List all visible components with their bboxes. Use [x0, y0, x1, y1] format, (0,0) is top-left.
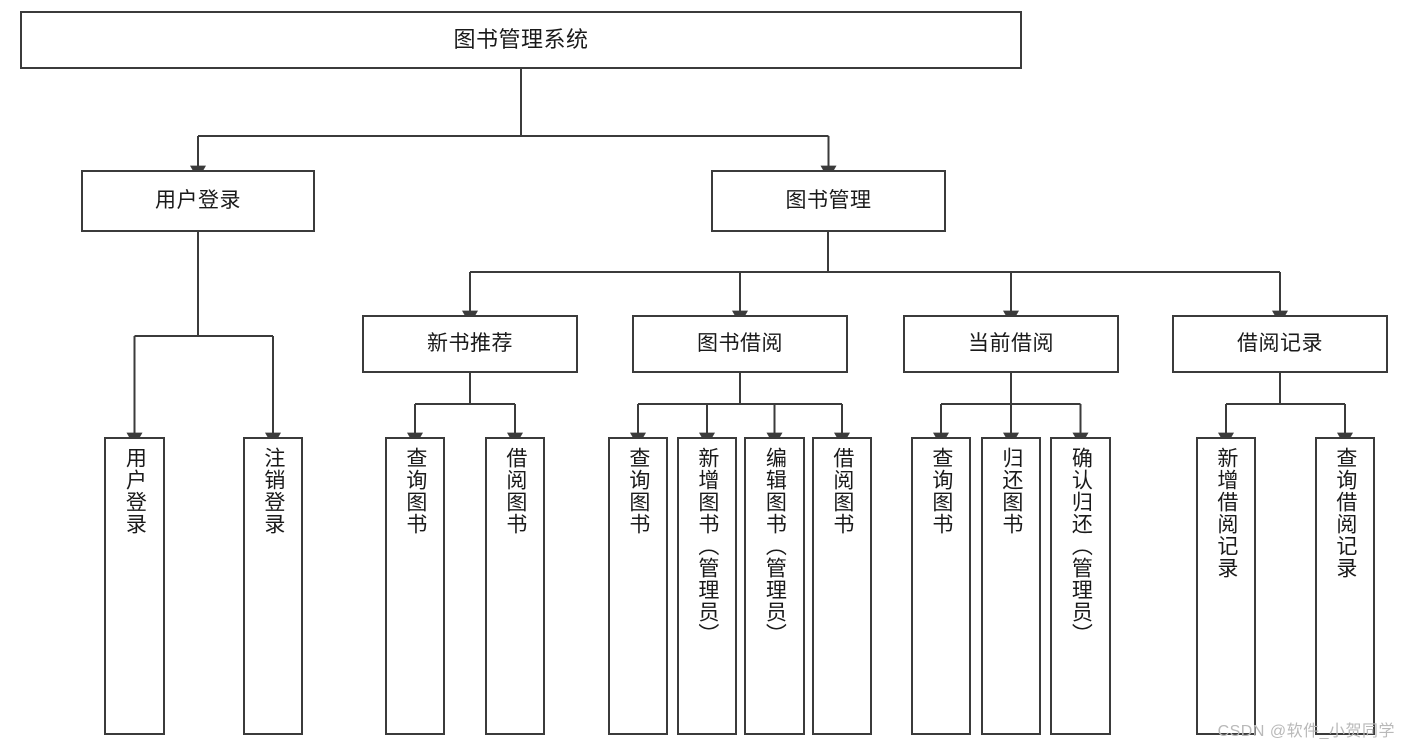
node-label-leaf-add-borrow-record: 新增借阅记录	[1214, 447, 1238, 579]
node-leaf-user-logout[interactable]: 注销登录	[243, 437, 303, 735]
node-label-leaf-query-book-borrow: 查询图书	[626, 447, 650, 535]
node-leaf-user-login[interactable]: 用户登录	[104, 437, 165, 735]
node-leaf-edit-book[interactable]: 编辑图书（管理员）	[744, 437, 805, 735]
node-current-borrow[interactable]: 当前借阅	[903, 315, 1119, 373]
node-label-borrow-record: 借阅记录	[1237, 331, 1323, 355]
node-book-borrow[interactable]: 图书借阅	[632, 315, 848, 373]
node-leaf-query-borrow-record[interactable]: 查询借阅记录	[1315, 437, 1375, 735]
node-leaf-query-book-borrow[interactable]: 查询图书	[608, 437, 668, 735]
node-borrow-record[interactable]: 借阅记录	[1172, 315, 1388, 373]
node-label-leaf-query-book-recommend: 查询图书	[403, 447, 427, 535]
node-label-leaf-confirm-return: 确认归还（管理员）	[1069, 447, 1093, 645]
node-label-leaf-borrow-book: 借阅图书	[830, 447, 854, 535]
node-leaf-return-book[interactable]: 归还图书	[981, 437, 1041, 735]
node-label-book-borrow: 图书借阅	[697, 331, 783, 355]
node-label-leaf-query-borrow-record: 查询借阅记录	[1333, 447, 1357, 579]
node-user-login[interactable]: 用户登录	[81, 170, 315, 232]
node-label-leaf-add-book: 新增图书（管理员）	[695, 447, 719, 645]
node-leaf-add-book[interactable]: 新增图书（管理员）	[677, 437, 737, 735]
connector-paths	[126, 69, 1353, 447]
node-label-root: 图书管理系统	[453, 27, 589, 53]
node-label-leaf-edit-book: 编辑图书（管理员）	[763, 447, 787, 645]
node-label-leaf-query-book-current: 查询图书	[929, 447, 953, 535]
node-label-user-login: 用户登录	[155, 188, 241, 212]
node-leaf-query-book-current[interactable]: 查询图书	[911, 437, 971, 735]
node-root[interactable]: 图书管理系统	[20, 11, 1022, 69]
node-label-leaf-user-logout: 注销登录	[261, 447, 285, 535]
node-leaf-borrow-book[interactable]: 借阅图书	[812, 437, 872, 735]
node-label-book-management: 图书管理	[785, 188, 872, 212]
node-book-management[interactable]: 图书管理	[711, 170, 946, 232]
node-label-leaf-borrow-book-recommend: 借阅图书	[503, 447, 527, 535]
node-leaf-borrow-book-recommend[interactable]: 借阅图书	[485, 437, 545, 735]
node-leaf-confirm-return[interactable]: 确认归还（管理员）	[1050, 437, 1111, 735]
node-label-current-borrow: 当前借阅	[968, 331, 1054, 355]
node-label-leaf-user-login: 用户登录	[123, 447, 147, 535]
node-leaf-query-book-recommend[interactable]: 查询图书	[385, 437, 445, 735]
node-leaf-add-borrow-record[interactable]: 新增借阅记录	[1196, 437, 1256, 735]
node-label-leaf-return-book: 归还图书	[999, 447, 1023, 535]
csdn-watermark: CSDN @软件_小贺同学	[1217, 723, 1395, 740]
node-new-book-recommend[interactable]: 新书推荐	[362, 315, 578, 373]
node-label-new-book-recommend: 新书推荐	[427, 331, 513, 355]
